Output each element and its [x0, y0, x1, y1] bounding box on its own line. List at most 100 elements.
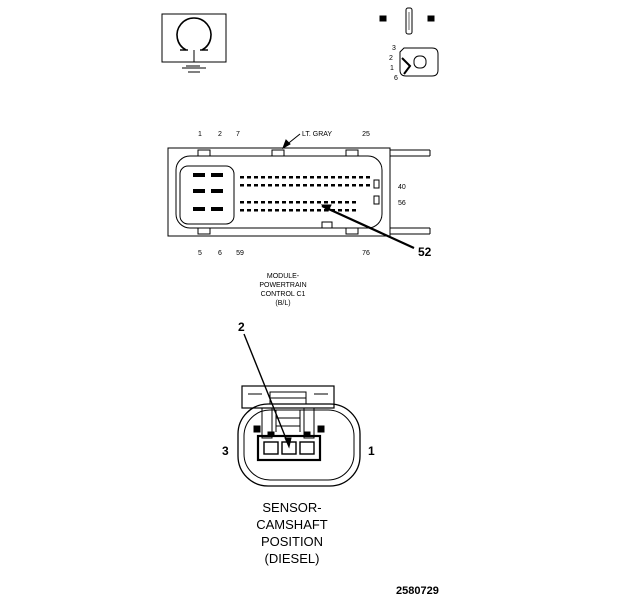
cmp-terminal-1 [299, 441, 315, 455]
pcm-signal-terminal [261, 209, 265, 212]
pcm-color-label: LT. GRAY [302, 131, 332, 138]
pcm-signal-terminal [254, 201, 258, 204]
pcm-signal-terminal [303, 201, 307, 204]
cmp-caption-line-2: CAMSHAFT [256, 517, 328, 532]
pcm-signal-terminal [296, 184, 300, 187]
pcm-signal-terminal [359, 176, 363, 179]
pcm-signal-terminal [254, 184, 258, 187]
pcm-signal-terminal [345, 201, 349, 204]
pcm-pin-label-7: 7 [236, 131, 240, 138]
pcm-pin52-label: 52 [418, 245, 432, 259]
pcm-connector [167, 147, 431, 237]
pcm-signal-terminal [261, 201, 265, 204]
pcm-signal-terminal [254, 176, 258, 179]
terminal-blade [405, 7, 413, 35]
pcm-signal-terminal [282, 184, 286, 187]
cmp-housing-inner [243, 409, 355, 481]
pcm-signal-terminal [282, 201, 286, 204]
pcm-caption-line-1: MODULE- [267, 273, 300, 280]
pcm-color-callout [282, 133, 301, 150]
legend-pin-6: 6 [394, 75, 398, 82]
pcm-signal-terminal [310, 201, 314, 204]
pcm-signal-terminal [268, 201, 272, 204]
pcm-signal-terminal [275, 184, 279, 187]
pin-marker-right [427, 15, 435, 22]
pcm-signal-terminal [289, 184, 293, 187]
pcm-signal-terminal [268, 184, 272, 187]
pcm-signal-terminal [352, 184, 356, 187]
pcm-signal-terminal [289, 201, 293, 204]
pcm-signal-terminal [331, 184, 335, 187]
pcm-signal-terminal [240, 209, 244, 212]
pcm-signal-terminal [296, 209, 300, 212]
pcm-caption-line-4: (B/L) [275, 300, 290, 307]
pcm-signal-terminal [247, 201, 251, 204]
pcm-signal-terminal [247, 209, 251, 212]
pcm-power-cavity-block [179, 165, 235, 225]
figure-id: 2580729 [396, 585, 439, 597]
pcm-caption-line-3: CONTROL C1 [261, 291, 306, 298]
cmp-housing-outer [237, 403, 361, 487]
pcm-signal-terminal [345, 209, 349, 212]
pcm-signal-terminal [324, 176, 328, 179]
pcm-pin-label-2: 2 [218, 131, 222, 138]
pcm-power-terminals [193, 173, 223, 211]
pcm-signal-terminal [303, 184, 307, 187]
cmp-caption-line-1: SENSOR- [262, 500, 321, 515]
pcm-signal-terminal [331, 176, 335, 179]
pin-marker-left [379, 15, 387, 22]
pcm-pin-label-6: 6 [218, 250, 222, 257]
pcm-signal-terminal [338, 176, 342, 179]
pcm-signal-terminal [289, 209, 293, 212]
legend-pin-2: 2 [389, 55, 393, 62]
pcm-signal-terminal [310, 176, 314, 179]
terminal-pin-legend [379, 7, 439, 77]
pcm-signal-terminal [366, 176, 370, 179]
cmp-caption-line-3: POSITION [261, 534, 323, 549]
pcm-signal-terminal [275, 209, 279, 212]
pcm-signal-terminal [324, 184, 328, 187]
pcm-signal-terminal [247, 184, 251, 187]
legend-pin-1: 1 [390, 65, 394, 72]
pcm-signal-terminal [352, 201, 356, 204]
pcm-pin-label-40: 40 [398, 184, 406, 191]
pcm-signal-terminal [359, 184, 363, 187]
pcm-signal-terminal [296, 176, 300, 179]
pcm-signal-terminal [261, 184, 265, 187]
cmp-pin2-label: 2 [238, 320, 245, 334]
pcm-signal-terminal [338, 209, 342, 212]
cmp-caption-line-4: (DIESEL) [265, 551, 320, 566]
pcm-signal-terminal [275, 176, 279, 179]
pcm-signal-terminal [282, 209, 286, 212]
pcm-housing-inner [175, 155, 383, 229]
cmp-connector [237, 385, 361, 487]
pcm-signal-terminal [268, 209, 272, 212]
cmp-terminal-3 [263, 441, 279, 455]
pcm-housing-outer [167, 147, 391, 237]
pcm-signal-terminal [310, 209, 314, 212]
cmp-pin1-label: 1 [368, 444, 375, 458]
pcm-signal-terminal [317, 184, 321, 187]
pcm-signal-terminal [310, 184, 314, 187]
terminal-loop [176, 17, 212, 51]
pcm-signal-terminal [317, 201, 321, 204]
pcm-signal-terminal [254, 209, 258, 212]
pcm-signal-terminal [296, 201, 300, 204]
pcm-signal-terminal [289, 176, 293, 179]
connector-key-latch [413, 55, 427, 69]
pcm-pin-label-1: 1 [198, 131, 202, 138]
pcm-pin52-callout [320, 204, 415, 250]
pcm-signal-terminal [240, 201, 244, 204]
pcm-signal-terminal [275, 201, 279, 204]
pcm-caption-line-2: POWERTRAIN [259, 282, 306, 289]
pcm-signal-terminal [303, 209, 307, 212]
terminal-symbol-legend [161, 13, 227, 73]
pcm-signal-terminal [345, 184, 349, 187]
pcm-signal-terminal [331, 201, 335, 204]
pcm-signal-terminal [324, 201, 328, 204]
pcm-signal-terminal [345, 176, 349, 179]
legend-pin-3: 3 [392, 45, 396, 52]
pcm-signal-terminal [338, 184, 342, 187]
pcm-pin-label-59: 59 [236, 250, 244, 257]
